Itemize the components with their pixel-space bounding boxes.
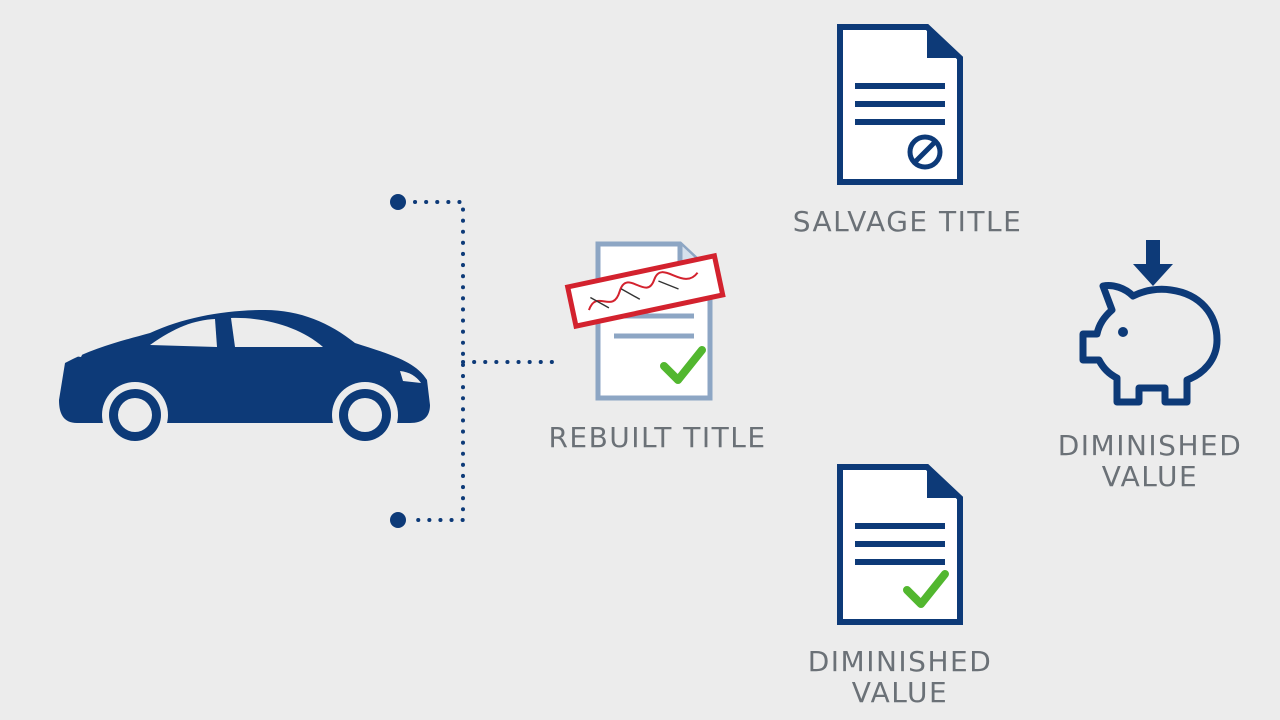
arrow-down-icon bbox=[1133, 240, 1173, 286]
dotted-connector bbox=[390, 194, 557, 528]
salvage-title-label: SALVAGE TITLE bbox=[792, 205, 1023, 238]
piggy-bank-icon bbox=[1079, 240, 1221, 406]
car-icon bbox=[59, 310, 430, 448]
check-icon bbox=[903, 570, 949, 608]
diminished-value-bottom-label: DIMINISHED VALUE bbox=[807, 645, 993, 709]
approved-stamp bbox=[564, 252, 726, 330]
rebuilt-document-icon bbox=[564, 241, 726, 401]
diminished-value-right-label: DIMINISHED VALUE bbox=[1057, 429, 1243, 493]
salvage-document-icon bbox=[837, 24, 963, 185]
prohibited-icon bbox=[907, 134, 943, 170]
check-icon bbox=[660, 346, 706, 384]
rebuilt-title-label: REBUILT TITLE bbox=[548, 421, 767, 454]
approved-document-icon bbox=[837, 464, 963, 625]
